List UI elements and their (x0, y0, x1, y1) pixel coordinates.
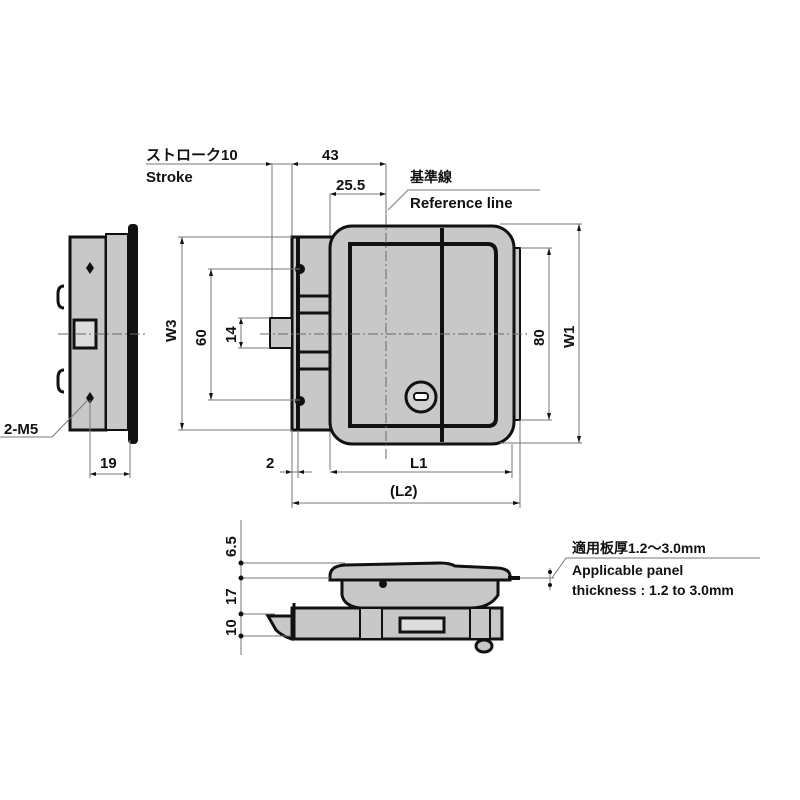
arrowhead (577, 224, 581, 231)
housing-rib (359, 607, 383, 640)
housing-rib (469, 607, 491, 640)
dim-w1-label: W1 (561, 326, 578, 349)
dim-14-label: 14 (223, 326, 240, 343)
reference-label-en: Reference line (410, 195, 513, 212)
dim-l2-label: (L2) (390, 483, 418, 500)
bottom-nub (474, 638, 494, 654)
arrowhead (298, 470, 304, 474)
arrowhead (292, 501, 299, 505)
screw-icon (295, 396, 305, 406)
arrowhead (547, 413, 551, 420)
arrowhead (380, 162, 386, 166)
side-clip-bottom (56, 368, 65, 394)
dim-w3-label: W3 (163, 320, 180, 343)
dim-tick (238, 611, 244, 617)
reference-label-jp: 基準線 (410, 169, 452, 185)
panel-note-jp: 適用板厚1.2～3.0mm (572, 540, 706, 556)
screw-icon (86, 262, 94, 274)
side-view (56, 224, 148, 444)
arrowhead (330, 192, 336, 196)
arrowhead (180, 237, 184, 244)
thread-leader (0, 399, 89, 438)
panel-note-en-1: Applicable panel (572, 562, 683, 578)
front-view (260, 215, 530, 460)
reference-leader (387, 189, 540, 211)
handle-top (328, 561, 512, 582)
stroke-label-en: Stroke (146, 169, 193, 186)
arrowhead (380, 192, 386, 196)
bottom-view (265, 561, 520, 654)
dim-10-label: 10 (223, 619, 240, 636)
dim-19-label: 19 (100, 455, 117, 472)
side-flange (105, 233, 129, 431)
dim-25-5-label: 25.5 (336, 177, 365, 194)
housing-window (398, 616, 446, 634)
dim-tick (548, 583, 552, 587)
arrowhead (124, 472, 130, 476)
dim-17-label: 17 (223, 588, 240, 605)
dim-tick (238, 633, 244, 639)
dim-80-label: 80 (531, 329, 548, 346)
side-clip-top (56, 284, 65, 310)
arrowhead (209, 393, 213, 400)
dim-2-label: 2 (266, 455, 274, 472)
keyhole-icon (413, 392, 429, 401)
rivet-icon (379, 580, 387, 588)
arrowhead (577, 436, 581, 443)
arrowhead (90, 472, 96, 476)
dim-tick (548, 570, 552, 574)
arrowhead (180, 423, 184, 430)
arrowhead (209, 269, 213, 276)
thread-label: 2-M5 (4, 421, 38, 438)
arrowhead (547, 248, 551, 255)
arrowhead (239, 318, 243, 324)
handle-body (340, 578, 500, 610)
latch-bolt (269, 317, 293, 349)
panel-note-en-2: thickness : 1.2 to 3.0mm (572, 582, 734, 598)
dim-l1-label: L1 (410, 455, 428, 472)
dim-6-5-label: 6.5 (223, 536, 240, 557)
arrowhead (286, 470, 292, 474)
arrowhead (513, 501, 520, 505)
dim-43-label: 43 (322, 147, 339, 164)
stroke-label-jp: ストローク10 (146, 147, 238, 164)
arrowhead (266, 162, 272, 166)
dim-tick (238, 575, 244, 581)
flange-edge (508, 576, 520, 580)
arrowhead (239, 342, 243, 348)
latch-housing (290, 606, 504, 641)
dim-60-label: 60 (193, 329, 210, 346)
screw-icon (86, 392, 94, 404)
arrowhead (330, 470, 337, 474)
dim-tick (238, 560, 244, 566)
panel-leader (551, 557, 760, 579)
arrowhead (292, 162, 298, 166)
arrowhead (505, 470, 512, 474)
